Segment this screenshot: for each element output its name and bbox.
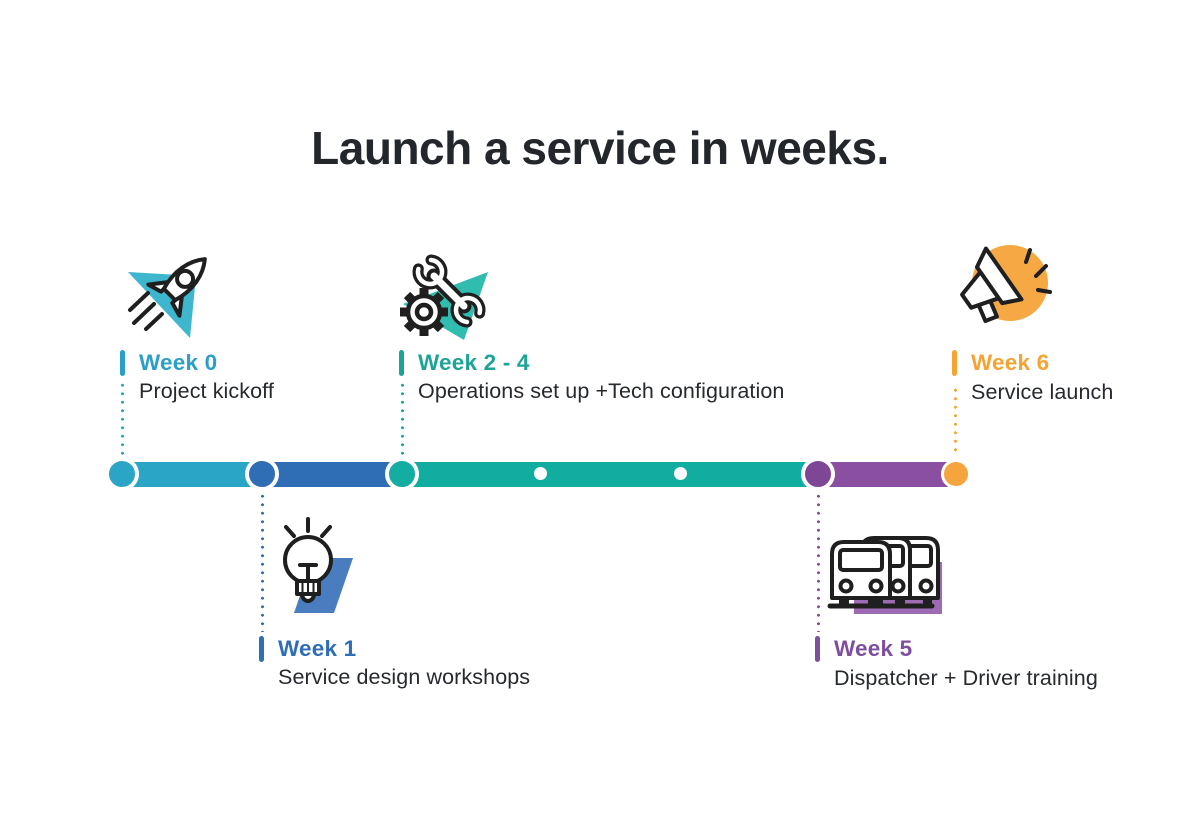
milestone-label-row: Week 6 xyxy=(952,349,1049,377)
milestone-description: Service design workshops xyxy=(278,665,531,689)
timeline-node-week1 xyxy=(245,457,279,491)
accent-bar xyxy=(815,636,820,662)
connector-week-0 xyxy=(121,381,124,455)
week-label: Week 1 xyxy=(278,636,357,661)
week-label: Week 0 xyxy=(139,350,218,375)
timeline-node-week5 xyxy=(801,457,835,491)
milestone-week-1: Week 1 Service design workshops xyxy=(259,505,604,705)
milestone-label-row: Week 2 - 4 xyxy=(399,349,530,377)
connector-week-1 xyxy=(261,492,264,632)
accent-bar xyxy=(120,350,125,376)
accent-bar xyxy=(259,636,264,662)
milestone-description: Dispatcher + Driver training xyxy=(834,666,1098,690)
milestone-description: Operations set up +Tech configuration xyxy=(418,379,785,403)
timeline-tick-dot xyxy=(534,467,547,480)
connector-week-6 xyxy=(954,386,957,455)
accent-bar xyxy=(399,350,404,376)
rocket-icon xyxy=(128,257,207,338)
connector-week-2-4 xyxy=(401,381,404,455)
timeline-segment-week1-2 xyxy=(262,462,402,487)
lightbulb-icon xyxy=(283,517,353,613)
page-title: Launch a service in weeks. xyxy=(311,122,889,174)
milestone-label-row: Week 1 xyxy=(259,635,356,663)
week-label: Week 6 xyxy=(971,350,1050,375)
timeline-node-week2 xyxy=(385,457,419,491)
megaphone-icon xyxy=(960,245,1052,323)
timeline-tick-dot xyxy=(674,467,687,480)
milestone-description: Project kickoff xyxy=(139,379,274,403)
bus-fleet-icon xyxy=(827,536,942,614)
week-label: Week 2 - 4 xyxy=(418,350,530,375)
milestone-description: Service launch xyxy=(971,380,1114,404)
milestone-week-0: Week 0 Project kickoff xyxy=(118,246,458,416)
milestone-week-5: Week 5 Dispatcher + Driver training xyxy=(815,526,1164,706)
milestone-label-row: Week 5 xyxy=(815,635,912,663)
timeline-node-week6 xyxy=(941,459,971,489)
milestone-label-row: Week 0 xyxy=(120,349,217,377)
connector-week-5 xyxy=(817,492,820,632)
week-label: Week 5 xyxy=(834,636,913,661)
milestone-week-2-4: Week 2 - 4 Operations set up +Tech confi… xyxy=(394,248,834,418)
milestone-week-6: Week 6 Service launch xyxy=(952,238,1195,418)
timeline-segment-week2-5 xyxy=(402,462,818,487)
timeline-node-week0 xyxy=(105,457,139,491)
wrench-gear-icon xyxy=(400,254,488,340)
accent-bar xyxy=(952,350,957,376)
